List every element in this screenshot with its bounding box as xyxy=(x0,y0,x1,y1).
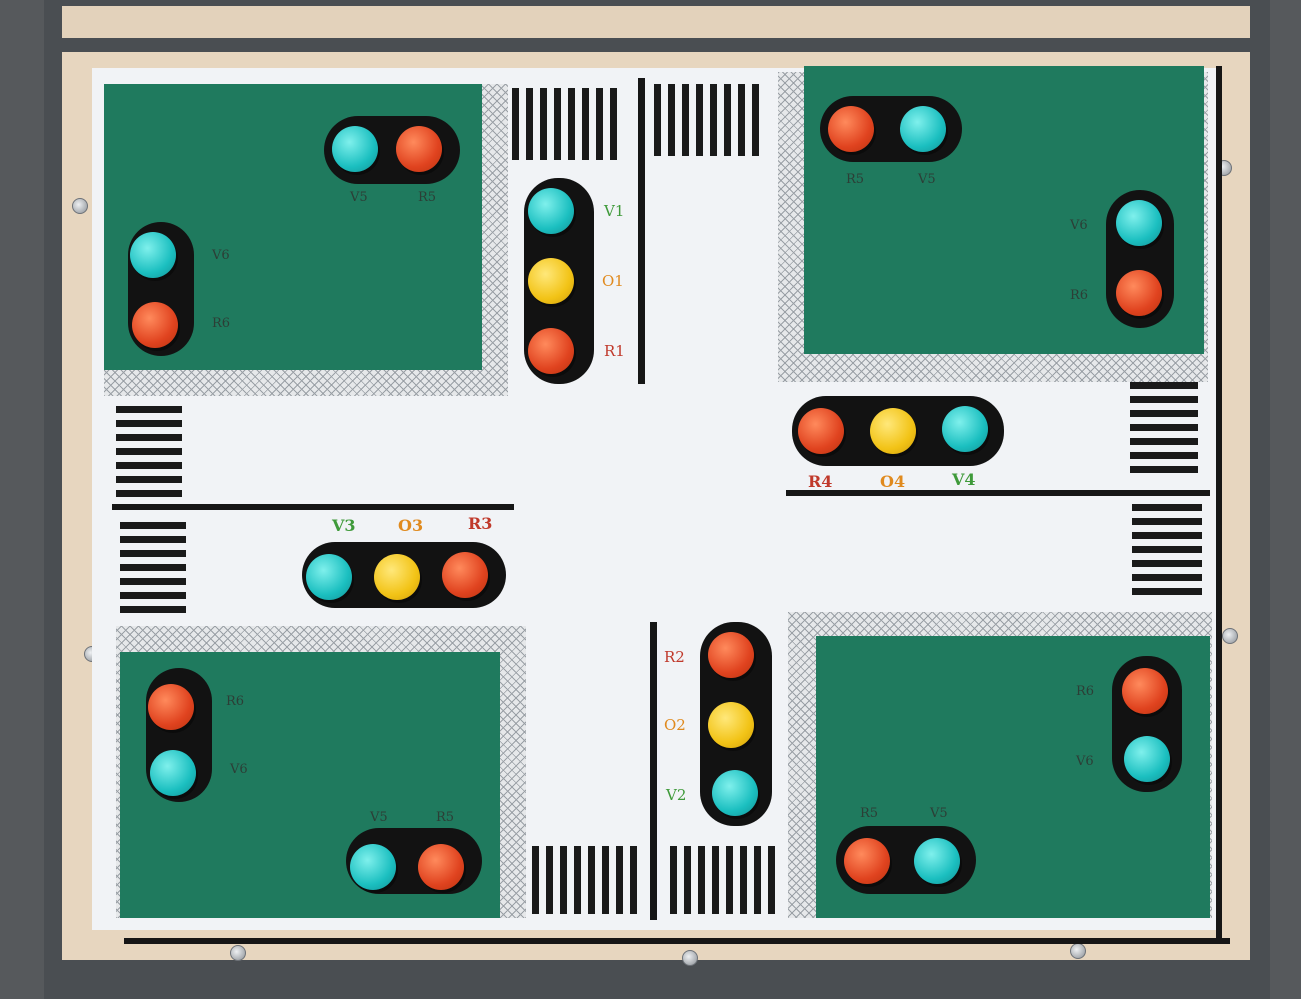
red-lamp xyxy=(1122,668,1168,714)
center-line-south xyxy=(650,622,657,920)
light-label: V5 xyxy=(918,172,936,187)
light-label: V6 xyxy=(1076,754,1094,769)
screw-icon xyxy=(72,198,88,214)
screw-icon xyxy=(230,945,246,961)
center-line-east xyxy=(786,490,1210,496)
light-label-v2: V2 xyxy=(666,788,686,803)
red-lamp xyxy=(442,552,488,598)
light-label-v3: V3 xyxy=(332,518,356,533)
light-label: R5 xyxy=(846,172,864,187)
green-lamp xyxy=(942,406,988,452)
light-label: V5 xyxy=(370,810,388,825)
pedestrian-light-bottom-right xyxy=(836,826,976,894)
center-line-west xyxy=(112,504,514,510)
poster-right-edge xyxy=(1216,66,1222,942)
light-label-r3: R3 xyxy=(468,516,492,531)
light-label: R5 xyxy=(418,190,436,205)
light-label-r1: R1 xyxy=(604,344,625,359)
light-label: R6 xyxy=(226,694,244,709)
light-label-o1: O1 xyxy=(602,274,624,289)
red-lamp xyxy=(708,632,754,678)
crosswalk-south-right xyxy=(670,846,782,914)
screw-icon xyxy=(682,950,698,966)
light-label: V6 xyxy=(1070,218,1088,233)
green-lamp xyxy=(712,770,758,816)
green-lamp xyxy=(528,188,574,234)
green-lamp xyxy=(130,232,176,278)
light-label-r4: R4 xyxy=(808,474,832,489)
red-lamp xyxy=(148,684,194,730)
top-strip xyxy=(62,6,1250,38)
light-label-o4: O4 xyxy=(880,474,905,489)
light-label: V5 xyxy=(350,190,368,205)
yellow-lamp xyxy=(708,702,754,748)
green-lamp xyxy=(150,750,196,796)
green-lamp xyxy=(332,126,378,172)
green-lamp xyxy=(350,844,396,890)
pedestrian-light-top-right-side xyxy=(1106,190,1174,328)
light-label-v1: V1 xyxy=(604,204,624,219)
crosswalk-west-bottom xyxy=(120,522,186,620)
pedestrian-light-top-right xyxy=(820,96,962,162)
red-lamp xyxy=(132,302,178,348)
green-lamp xyxy=(900,106,946,152)
light-label: V6 xyxy=(212,248,230,263)
light-label: R6 xyxy=(1070,288,1088,303)
screw-icon xyxy=(1222,628,1238,644)
green-lamp xyxy=(1116,200,1162,246)
red-lamp xyxy=(828,106,874,152)
light-label: V5 xyxy=(930,806,948,821)
traffic-light-north xyxy=(524,178,594,384)
pedestrian-light-bottom-left-side xyxy=(146,668,212,802)
pedestrian-light-top-left xyxy=(324,116,460,184)
light-label: R6 xyxy=(212,316,230,331)
light-label-o2: O2 xyxy=(664,718,686,733)
center-line-north xyxy=(638,78,645,384)
crosswalk-west-top xyxy=(116,406,182,504)
crosswalk-north-left xyxy=(512,88,624,160)
traffic-light-west xyxy=(302,542,506,608)
light-label-v4: V4 xyxy=(952,472,976,487)
red-lamp xyxy=(528,328,574,374)
crosswalk-east-bottom xyxy=(1132,504,1202,602)
red-lamp xyxy=(396,126,442,172)
screw-icon xyxy=(1070,943,1086,959)
green-lamp xyxy=(1124,736,1170,782)
red-lamp xyxy=(418,844,464,890)
crosswalk-south-left xyxy=(532,846,644,914)
crosswalk-east-top xyxy=(1130,382,1198,480)
light-label-r2: R2 xyxy=(664,650,685,665)
pedestrian-light-bottom-right-side xyxy=(1112,656,1182,792)
traffic-light-south xyxy=(700,622,772,826)
red-lamp xyxy=(798,408,844,454)
light-label-o3: O3 xyxy=(398,518,423,533)
crosswalk-north-right xyxy=(654,84,766,156)
yellow-lamp xyxy=(374,554,420,600)
light-label: V6 xyxy=(230,762,248,777)
pedestrian-light-top-left-side xyxy=(128,222,194,356)
red-lamp xyxy=(1116,270,1162,316)
light-label: R5 xyxy=(860,806,878,821)
poster-bottom-edge xyxy=(124,938,1230,944)
light-label: R6 xyxy=(1076,684,1094,699)
yellow-lamp xyxy=(528,258,574,304)
red-lamp xyxy=(844,838,890,884)
green-lamp xyxy=(306,554,352,600)
light-label: R5 xyxy=(436,810,454,825)
traffic-light-east xyxy=(792,396,1004,466)
yellow-lamp xyxy=(870,408,916,454)
green-lamp xyxy=(914,838,960,884)
pedestrian-light-bottom-left xyxy=(346,828,482,894)
